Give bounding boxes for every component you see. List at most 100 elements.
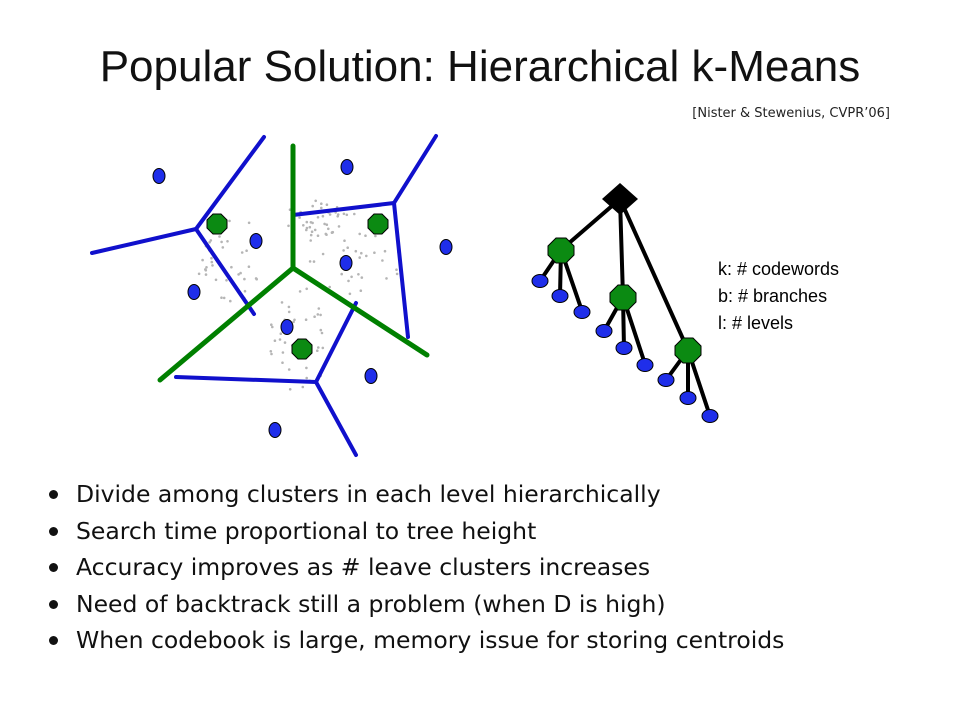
- data-point: [313, 228, 317, 232]
- leaf-ellipse: [280, 319, 294, 335]
- green-boundary: [157, 265, 296, 383]
- data-point: [350, 275, 353, 279]
- leaf-ellipse: [364, 368, 378, 384]
- data-point: [226, 240, 229, 243]
- centroid-octagon: [206, 213, 228, 235]
- data-point: [240, 251, 244, 254]
- data-point: [381, 259, 384, 262]
- data-point: [320, 202, 323, 205]
- data-point: [229, 299, 232, 303]
- blue-boundary: [194, 135, 266, 231]
- data-point: [243, 289, 247, 293]
- data-point: [383, 249, 387, 253]
- leaf-ellipse: [249, 233, 263, 249]
- data-point: [287, 305, 291, 309]
- data-point: [287, 368, 291, 371]
- legend-levels: l: # levels: [718, 313, 794, 333]
- data-point: [298, 216, 301, 219]
- legend-branches: b: # branches: [718, 286, 828, 306]
- data-point: [245, 249, 248, 252]
- data-point: [342, 212, 346, 216]
- leaf-ellipse: [187, 284, 201, 300]
- tree-edge: [618, 197, 625, 299]
- blue-boundary: [392, 201, 410, 339]
- data-point: [316, 216, 320, 219]
- data-point: [305, 287, 309, 291]
- data-point: [255, 277, 258, 281]
- bullet-item: Search time proportional to tree height: [46, 513, 926, 550]
- bullet-dot: [49, 526, 58, 536]
- blue-boundary: [314, 380, 358, 457]
- legend-codewords: k: # codewords: [718, 259, 840, 279]
- data-point: [220, 240, 223, 244]
- data-point: [316, 349, 319, 353]
- data-point: [305, 228, 308, 232]
- data-point: [270, 352, 273, 356]
- data-point: [364, 234, 367, 237]
- data-point: [313, 315, 316, 319]
- leaf-ellipse: [439, 239, 453, 255]
- data-point: [302, 224, 305, 227]
- data-point: [210, 260, 214, 264]
- data-point: [228, 219, 231, 223]
- data-point: [305, 376, 309, 380]
- data-point: [247, 221, 251, 225]
- data-point: [345, 213, 349, 217]
- tree-leaf: [679, 391, 697, 405]
- bullet-text: Accuracy improves as # leave clusters in…: [76, 553, 651, 581]
- data-point: [304, 318, 308, 322]
- tree-node-octagon: [547, 237, 575, 264]
- tree-legend: k: # codewords b: # branches l: # levels: [718, 256, 839, 337]
- blue-boundary: [314, 301, 358, 384]
- level1-centroids: [206, 213, 389, 360]
- data-point: [348, 292, 352, 296]
- tree-leaf: [551, 289, 569, 303]
- data-point: [273, 339, 277, 343]
- data-point: [373, 251, 376, 254]
- data-point: [305, 220, 309, 224]
- blue-boundary: [194, 227, 256, 316]
- first-level-boundaries: [157, 143, 430, 383]
- data-point: [283, 341, 287, 344]
- data-point: [319, 313, 322, 317]
- data-point: [358, 232, 362, 236]
- bullet-dot: [49, 599, 58, 609]
- voronoi-diagram: [90, 134, 453, 457]
- data-point: [328, 213, 332, 216]
- data-point: [210, 256, 213, 260]
- data-point: [278, 338, 282, 341]
- data-point: [220, 296, 223, 300]
- bullet-text: Need of backtrack still a problem (when …: [76, 589, 666, 618]
- data-point: [279, 332, 283, 336]
- blue-boundary: [90, 227, 198, 255]
- tree-diagram: [531, 183, 719, 423]
- data-point: [201, 258, 204, 262]
- data-point: [320, 206, 323, 210]
- data-point: [309, 221, 313, 224]
- tree-leaf: [615, 341, 633, 355]
- data-point: [301, 385, 305, 389]
- data-point: [208, 241, 211, 244]
- data-point: [317, 307, 321, 310]
- data-point: [385, 277, 388, 280]
- centroid-octagon: [291, 338, 313, 360]
- data-point: [287, 310, 291, 314]
- data-point: [360, 251, 363, 255]
- bullet-list: Divide among clusters in each level hier…: [46, 476, 926, 659]
- data-point: [204, 269, 208, 272]
- leaf-ellipse: [340, 159, 354, 175]
- data-point: [205, 266, 208, 269]
- bullet-item: Accuracy improves as # leave clusters in…: [46, 549, 926, 586]
- data-point: [269, 350, 273, 353]
- data-point: [305, 366, 308, 370]
- blue-boundary: [392, 134, 438, 205]
- data-point: [320, 331, 324, 335]
- data-point: [211, 264, 214, 267]
- data-point: [312, 260, 316, 263]
- data-point: [287, 224, 290, 228]
- bullet-item: Need of backtrack still a problem (when …: [46, 586, 926, 623]
- citation: [Nister & Stewenius, CVPR’06]: [692, 106, 890, 121]
- root-node: [602, 183, 638, 215]
- data-point: [358, 256, 362, 259]
